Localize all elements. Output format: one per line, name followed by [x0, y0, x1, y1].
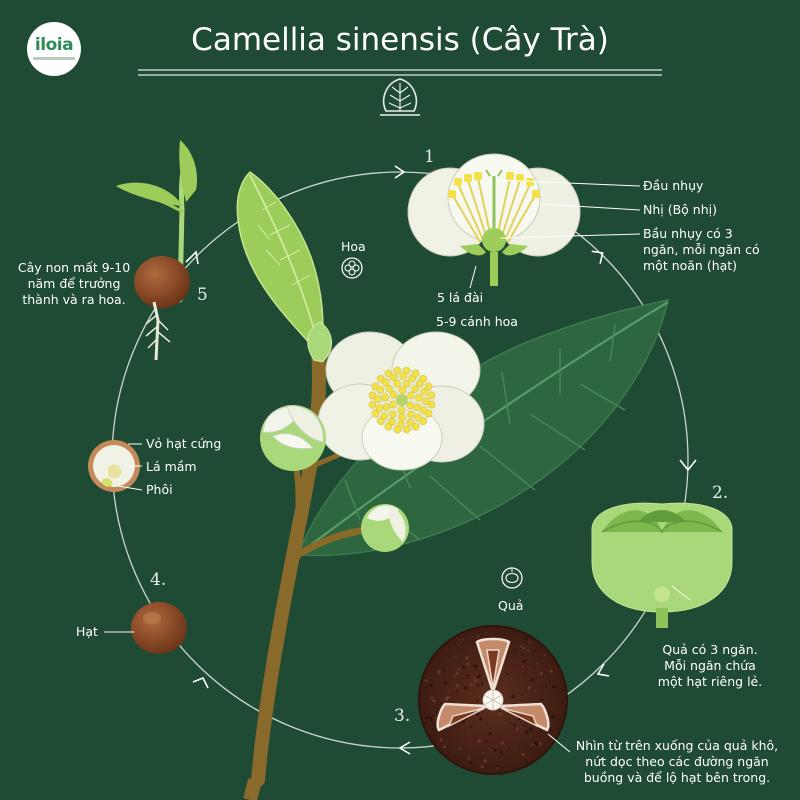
stage-number-2: 2. [712, 483, 729, 503]
stamen-cluster [368, 366, 436, 434]
page-title: Camellia sinensis (Cây Trà) [191, 22, 609, 58]
stage-number-3: 3. [394, 706, 411, 726]
label-seed-coat: Vỏ hạt cứng [146, 436, 222, 451]
dry-fruit-top-view [418, 625, 568, 775]
seed [131, 602, 187, 654]
camellia-flower [317, 331, 485, 471]
arrow-icon [679, 459, 697, 472]
green-fruit [591, 502, 733, 628]
logo-text: iloia [34, 35, 74, 55]
flower-cross-section [407, 153, 581, 286]
brand-logo[interactable]: iloia [27, 22, 81, 76]
arrow-icon [394, 165, 406, 179]
flower-icon [341, 257, 363, 279]
stage-number-4: 4. [150, 570, 167, 590]
label-seedling: Cây non mất 9-10 năm để trưởng thành và … [17, 260, 131, 307]
fruit-icon [501, 567, 523, 589]
label-sepals: 5 lá đài [437, 290, 484, 305]
label-fruit: Quả có 3 ngăn. Mỗi ngăn chứa một hạt riê… [657, 642, 763, 689]
young-leaf [236, 171, 324, 357]
label-stamens: Nhị (Bộ nhị) [643, 202, 717, 217]
pointer-line [671, 585, 691, 601]
pointer-line [547, 733, 571, 753]
label-petals: 5-9 cánh hoa [436, 314, 518, 329]
stage-number-1: 1 [424, 147, 435, 167]
logo-tagline-bar [33, 57, 75, 60]
flower-bud [260, 405, 326, 471]
pointer-lines [117, 443, 143, 491]
arrow-icon [596, 663, 610, 677]
stage-number-5: 5 [197, 285, 208, 305]
arrow-icon [591, 250, 604, 264]
label-ovary: Bầu nhụy có 3 ngăn, mỗi ngăn có một noãn… [643, 226, 760, 273]
pointer-lines [469, 179, 641, 289]
arrow-icon [398, 741, 411, 755]
header-divider [138, 69, 662, 76]
label-embryo: Phôi [146, 482, 173, 497]
tea-leaf-emblem-icon [380, 78, 420, 116]
label-cotyledon: Lá mầm [146, 459, 197, 474]
bud-leaf [307, 321, 332, 363]
label-dry-fruit: Nhìn từ trên xuống của quả khô, nứt dọc … [575, 738, 779, 785]
arrow-icon [185, 250, 199, 265]
seedling [116, 140, 198, 361]
seed-cross-section [88, 440, 140, 492]
label-fruit-icon: Quả [498, 598, 524, 613]
arrow-icon [192, 676, 209, 689]
label-stigma: Đầu nhụy [643, 178, 704, 193]
label-seed: Hạt [76, 624, 98, 639]
flower-bud [361, 504, 409, 552]
label-flower-icon: Hoa [341, 239, 366, 254]
